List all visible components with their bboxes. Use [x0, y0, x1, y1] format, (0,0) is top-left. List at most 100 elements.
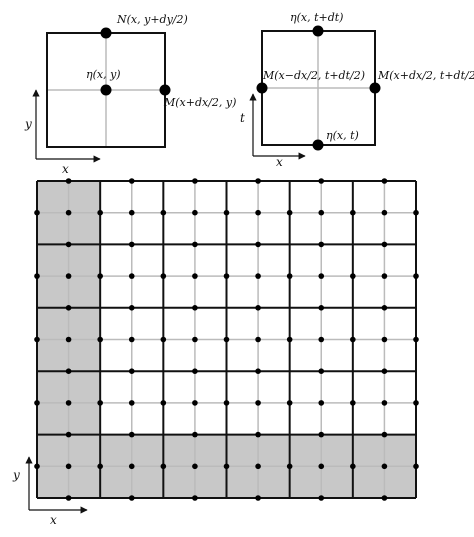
- grid-node-n: [381, 305, 388, 311]
- grid-node-m: [350, 273, 356, 279]
- grid-node-eta: [65, 400, 72, 406]
- grid-node-m: [160, 336, 167, 343]
- grid-node-m: [223, 400, 230, 406]
- panel-b-node-bottom: [312, 139, 324, 151]
- grid-node-m: [413, 400, 419, 406]
- grid-node-n: [318, 368, 325, 375]
- grid-node-eta: [381, 400, 388, 406]
- grid-axis-y-label: y: [12, 468, 20, 482]
- grid-nodes: [34, 178, 419, 501]
- grid-node-m: [97, 336, 103, 343]
- grid-node-eta: [381, 209, 388, 216]
- grid-node-m: [97, 400, 103, 406]
- grid-node-m: [223, 209, 230, 216]
- grid-node-n: [128, 241, 135, 248]
- grid-node-eta: [192, 400, 198, 406]
- grid-node-n: [128, 495, 135, 501]
- grid-node-n: [255, 495, 261, 501]
- grid-node-m: [97, 463, 103, 470]
- panel-b: η(x, t+dt) M(x−dx/2, t+dt/2) M(x+dx/2, t…: [240, 11, 474, 169]
- grid-node-n: [128, 431, 135, 438]
- grid-node-eta: [65, 209, 72, 216]
- grid-node-m: [350, 400, 356, 406]
- grid-node-m: [286, 273, 293, 279]
- grid-node-eta: [255, 400, 261, 406]
- grid-node-n: [381, 368, 388, 375]
- grid-node-n: [381, 431, 388, 438]
- grid-node-m: [160, 273, 167, 279]
- grid-node-m: [160, 209, 167, 216]
- grid-node-eta: [255, 463, 261, 470]
- grid-node-eta: [318, 400, 325, 406]
- panel-b-label-right: M(x+dx/2, t+dt/2): [377, 69, 474, 82]
- grid-node-m: [34, 463, 40, 470]
- grid-node-m: [160, 463, 167, 470]
- grid-node-m: [413, 209, 419, 216]
- grid-node-m: [413, 463, 419, 470]
- grid-node-n: [318, 431, 325, 438]
- grid-node-m: [350, 209, 356, 216]
- grid-node-m: [160, 400, 167, 406]
- grid-node-n: [65, 368, 72, 375]
- grid-node-n: [65, 178, 72, 184]
- grid-node-eta: [192, 336, 198, 343]
- grid-node-n: [255, 241, 261, 248]
- grid-node-m: [350, 336, 356, 343]
- grid-node-n: [128, 178, 135, 184]
- grid-node-n: [255, 178, 261, 184]
- grid-node-n: [128, 368, 135, 375]
- grid-node-n: [65, 241, 72, 248]
- grid-node-m: [286, 463, 293, 470]
- grid-node-eta: [192, 463, 198, 470]
- grid-node-n: [318, 178, 325, 184]
- grid-panel: y x: [12, 178, 419, 527]
- panel-a: N(x, y+dy/2) η(x, y) M(x+dx/2, y) y x: [24, 13, 236, 176]
- grid-node-m: [223, 463, 230, 470]
- grid-node-eta: [381, 336, 388, 343]
- panel-a-label-eta: η(x, y): [86, 68, 121, 81]
- grid-node-m: [350, 463, 356, 470]
- grid-node-m: [97, 209, 103, 216]
- grid-node-m: [286, 209, 293, 216]
- grid-node-eta: [128, 400, 135, 406]
- panel-a-axis-x-label: x: [62, 162, 69, 176]
- grid-node-eta: [128, 336, 135, 343]
- grid-node-n: [318, 305, 325, 311]
- grid-node-n: [318, 241, 325, 248]
- grid-node-eta: [128, 273, 135, 279]
- grid-node-m: [223, 273, 230, 279]
- grid-node-eta: [128, 209, 135, 216]
- grid-node-eta: [192, 209, 198, 216]
- grid-node-m: [223, 336, 230, 343]
- panel-b-label-bottom: η(x, t): [326, 129, 359, 142]
- grid-node-eta: [192, 273, 198, 279]
- grid-node-eta: [65, 463, 72, 470]
- grid-node-n: [318, 495, 325, 501]
- panel-a-node-n: [100, 27, 112, 39]
- grid-node-m: [97, 273, 103, 279]
- grid-node-n: [128, 305, 135, 311]
- panel-a-node-eta: [100, 84, 112, 96]
- grid-node-n: [192, 241, 198, 248]
- grid-node-m: [34, 400, 40, 406]
- grid-node-n: [255, 305, 261, 311]
- grid-node-m: [413, 273, 419, 279]
- panel-b-label-left: M(x−dx/2, t+dt/2): [262, 69, 365, 82]
- grid-node-m: [286, 336, 293, 343]
- grid-node-eta: [255, 209, 261, 216]
- grid-node-m: [34, 336, 40, 343]
- grid-node-n: [192, 305, 198, 311]
- grid-node-m: [34, 273, 40, 279]
- grid-node-eta: [318, 209, 325, 216]
- grid-node-n: [381, 178, 388, 184]
- grid-node-n: [192, 178, 198, 184]
- grid-node-m: [34, 209, 40, 216]
- grid-node-n: [255, 431, 261, 438]
- grid-node-eta: [381, 463, 388, 470]
- panel-b-node-right: [369, 82, 381, 94]
- grid-node-n: [65, 431, 72, 438]
- grid-node-eta: [255, 273, 261, 279]
- grid-node-eta: [381, 273, 388, 279]
- panel-a-axis-y-label: y: [24, 117, 32, 131]
- grid-node-eta: [65, 336, 72, 343]
